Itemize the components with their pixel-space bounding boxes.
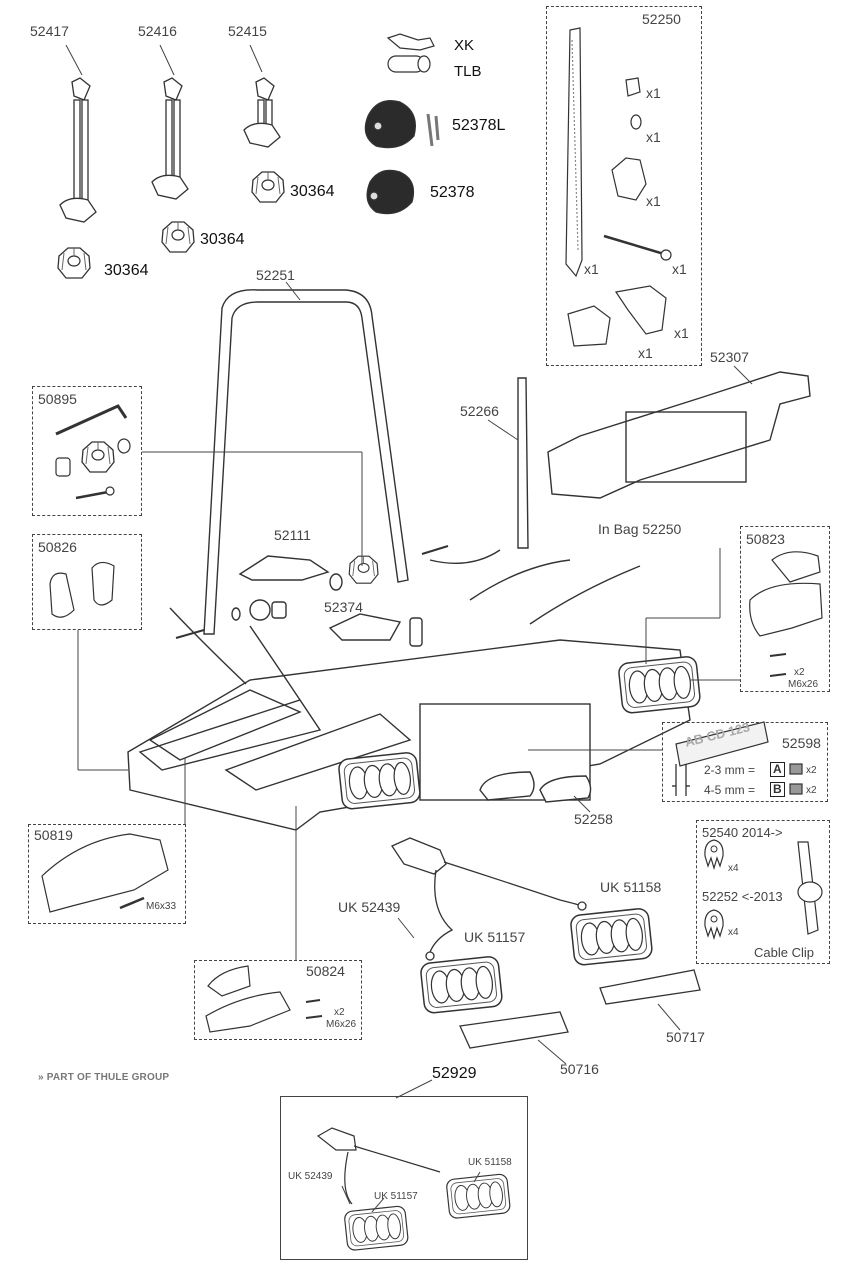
label-50895: 50895	[38, 391, 77, 407]
kit-52929-box	[280, 1096, 528, 1260]
label-tlb: TLB	[454, 63, 482, 80]
kit-52929-drawing	[316, 1127, 512, 1252]
label-50716: 50716	[560, 1061, 599, 1077]
label-uk-52439: UK 52439	[338, 899, 401, 915]
kit-52598-drawing	[672, 721, 803, 796]
label-50824: 50824	[306, 963, 345, 979]
clip-old-label: 52252 <-2013	[702, 889, 783, 904]
label-knob-b: 30364	[200, 231, 245, 248]
label-52417: 52417	[30, 23, 69, 39]
label-strap-kit: 52250	[642, 11, 681, 27]
size-50819: M6x33	[146, 901, 177, 912]
kit-52929-lamp-right: UK 51158	[468, 1157, 512, 1168]
size-50824: M6x26	[326, 1019, 357, 1030]
clip-new-qty: x4	[728, 863, 739, 874]
label-52111: 52111	[274, 527, 311, 543]
qty-50824: x2	[334, 1007, 345, 1018]
leader-lines	[77, 281, 753, 1213]
kit-50895-box	[32, 386, 142, 516]
label-52929: 52929	[432, 1065, 477, 1082]
kit-50819-drawing	[41, 833, 169, 913]
qty-nut: x1	[646, 85, 661, 101]
label-52378l: 52378L	[452, 117, 506, 134]
label-52266: 52266	[460, 403, 499, 419]
qty-washer: x1	[646, 129, 661, 145]
label-knob-c: 30364	[104, 262, 149, 279]
kit-52598-box	[662, 722, 828, 802]
brand-text: » PART OF THULE GROUP	[38, 1072, 170, 1083]
cable-clip-box	[696, 820, 830, 964]
label-50717: 50717	[666, 1029, 705, 1045]
qty-strap: x1	[584, 261, 599, 277]
label-52415: 52415	[228, 23, 267, 39]
lock-set-drawing	[364, 33, 440, 215]
kit-52929-lamp-left: UK 51157	[374, 1191, 418, 1202]
kit-52929-wire: UK 52439	[288, 1171, 333, 1182]
arm-52415-drawing	[243, 44, 285, 203]
qty-clamp: x1	[646, 193, 661, 209]
clip-old-qty: x4	[728, 927, 739, 938]
label-xk: XK	[454, 37, 475, 54]
label-52416: 52416	[138, 23, 177, 39]
row-b-qty: x2	[806, 785, 817, 796]
label-52378: 52378	[430, 184, 475, 201]
kit-50823-box	[740, 526, 830, 692]
label-knob-a: 30364	[290, 183, 335, 200]
label-52598: 52598	[782, 735, 821, 751]
label-uk-51157: UK 51157	[464, 929, 526, 945]
label-52251: 52251	[256, 267, 295, 283]
qty-bolt: x1	[672, 261, 687, 277]
arm-52417-drawing	[57, 44, 97, 279]
kit-50826-box	[32, 534, 142, 630]
strap-kit-drawing	[565, 27, 672, 347]
cable-clip-drawing	[704, 839, 823, 939]
row-a-key: A	[770, 762, 785, 777]
size-50823: M6x26	[788, 679, 819, 690]
clip-new-label: 52540 2014->	[702, 825, 783, 840]
qty-holder: x1	[674, 325, 689, 341]
kit-50819-box	[28, 824, 186, 924]
label-uk-51158: UK 51158	[600, 879, 662, 895]
label-50823: 50823	[746, 531, 785, 547]
strap-kit-box	[546, 6, 702, 366]
label-52374: 52374	[324, 599, 363, 615]
kit-50824-drawing	[205, 965, 323, 1033]
kit-50824-box	[194, 960, 362, 1040]
label-52307: 52307	[710, 349, 749, 365]
qty-50823: x2	[794, 667, 805, 678]
label-50826: 50826	[38, 539, 77, 555]
row-a-range: 2-3 mm =	[704, 763, 756, 777]
arm-52416-drawing	[151, 44, 195, 253]
carrier-drawing	[127, 289, 811, 831]
label-50819: 50819	[34, 827, 73, 843]
kit-50826-drawing	[49, 561, 115, 618]
kit-50823-drawing	[749, 551, 823, 677]
qty-base: x1	[638, 345, 653, 361]
row-b-range: 4-5 mm =	[704, 783, 756, 797]
label-in-bag: In Bag 52250	[598, 521, 682, 537]
clip-caption: Cable Clip	[754, 945, 814, 960]
row-b-key: B	[770, 782, 785, 797]
label-52258: 52258	[574, 811, 613, 827]
lighting-drawing	[391, 837, 701, 1049]
brand-text-value: PART OF THULE GROUP	[46, 1072, 170, 1083]
kit-50895-drawing	[55, 404, 131, 500]
row-a-qty: x2	[806, 765, 817, 776]
